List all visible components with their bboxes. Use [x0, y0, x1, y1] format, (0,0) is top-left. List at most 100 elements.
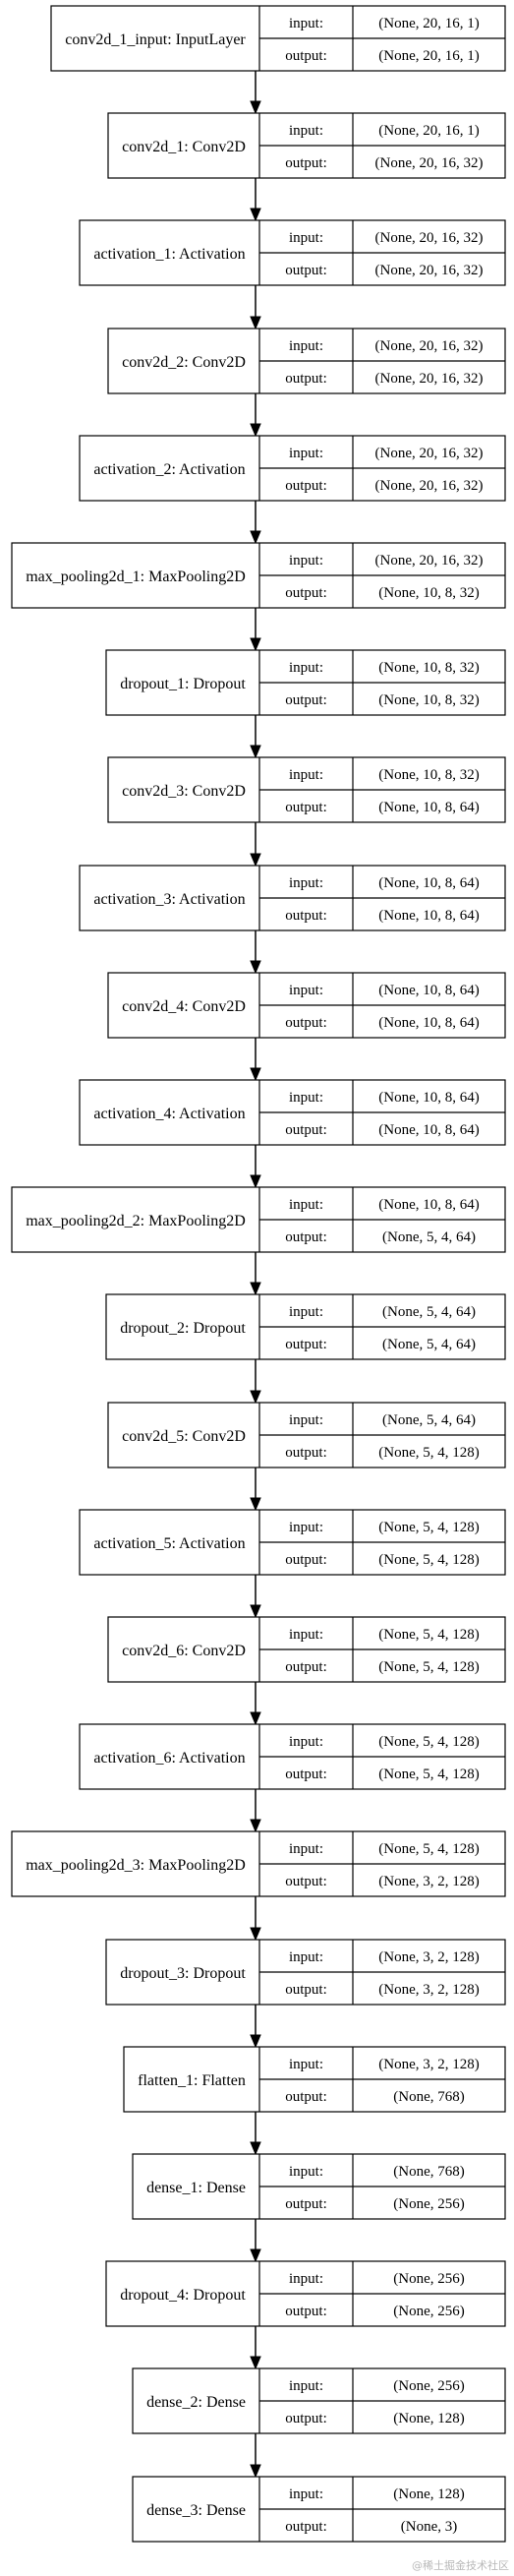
input-shape: (None, 10, 8, 64): [378, 1090, 479, 1106]
output-shape: (None, 20, 16, 1): [378, 48, 479, 64]
arrowhead: [250, 2356, 261, 2370]
edge-arrow: [250, 178, 261, 222]
output-shape: (None, 256): [393, 2196, 464, 2212]
output-label: output:: [285, 155, 327, 171]
layer-name: dropout_1: Dropout: [120, 676, 246, 692]
input-label: input:: [289, 1090, 323, 1106]
input-shape: (None, 128): [393, 2486, 464, 2502]
output-label: output:: [285, 1229, 327, 1245]
input-label: input:: [289, 2164, 323, 2180]
layer-name: conv2d_1_input: InputLayer: [65, 31, 246, 48]
arrowhead: [250, 2248, 261, 2263]
output-label: output:: [285, 48, 327, 64]
output-shape: (None, 10, 8, 32): [378, 585, 479, 601]
output-shape: (None, 20, 16, 32): [375, 478, 484, 494]
layer-node: max_pooling2d_1: MaxPooling2Dinput:outpu…: [11, 542, 506, 609]
layer-name: activation_3: Activation: [93, 891, 245, 908]
output-shape: (None, 20, 16, 32): [375, 155, 484, 171]
edge-arrow: [250, 71, 261, 115]
edge-arrow: [250, 393, 261, 438]
input-label: input:: [289, 1520, 323, 1535]
output-shape: (None, 10, 8, 64): [378, 1015, 479, 1031]
arrowhead: [250, 745, 261, 759]
edge-arrow: [250, 1359, 261, 1405]
output-label: output:: [285, 1122, 327, 1138]
input-label: input:: [289, 2057, 323, 2072]
layer-node: conv2d_2: Conv2D input: output: (None, 20, …: [107, 328, 506, 394]
arrowhead: [250, 1819, 261, 1833]
layer-name: conv2d_6: Conv2D: [122, 1643, 246, 1659]
output-shape: (None, 10, 8, 32): [378, 692, 479, 708]
input-shape: (None, 20, 16, 1): [378, 123, 479, 139]
output-label: output:: [285, 2089, 327, 2105]
layer-name: activation_2: Activation: [93, 461, 245, 478]
input-shape: (None, 5, 4, 128): [378, 1520, 479, 1535]
edge-arrow: [250, 1145, 261, 1189]
output-label: output:: [285, 2304, 327, 2319]
output-label: output:: [285, 1659, 327, 1675]
output-shape: (None, 5, 4, 128): [378, 1767, 479, 1782]
input-shape: (None, 10, 8, 32): [378, 767, 479, 783]
input-label: input:: [289, 1734, 323, 1750]
layer-name: max_pooling2d_3: MaxPooling2D: [26, 1857, 246, 1874]
output-shape: (None, 3, 2, 128): [378, 1874, 479, 1889]
input-shape: (None, 3, 2, 128): [378, 1949, 479, 1965]
layer-node: activation_4: Activation input: output: (No…: [79, 1079, 506, 1146]
arrowhead: [250, 1711, 261, 1726]
input-label: input:: [289, 338, 323, 354]
input-shape: (None, 20, 16, 32): [375, 338, 484, 354]
layer-name: conv2d_1: Conv2D: [122, 139, 246, 155]
layer-node: max_pooling2d_2: MaxPooling2Dinput:outpu…: [11, 1186, 506, 1253]
input-shape: (None, 5, 4, 128): [378, 1627, 479, 1643]
input-shape: (None, 256): [393, 2378, 464, 2394]
output-shape: (None, 3, 2, 128): [378, 1982, 479, 1998]
edge-arrow: [250, 822, 261, 868]
arrowhead: [250, 1927, 261, 1942]
input-label: input:: [289, 1412, 323, 1428]
arrowhead: [250, 2034, 261, 2049]
input-shape: (None, 10, 8, 64): [378, 1197, 479, 1213]
arrowhead: [250, 316, 261, 330]
input-label: input:: [289, 1841, 323, 1857]
edge-arrow: [250, 1252, 261, 1296]
edge-arrow: [250, 1896, 261, 1942]
input-label: input:: [289, 553, 323, 569]
output-shape: (None, 5, 4, 64): [382, 1229, 476, 1245]
edge-arrow: [250, 1468, 261, 1512]
input-shape: (None, 20, 16, 1): [378, 16, 479, 31]
output-shape: (None, 256): [393, 2304, 464, 2319]
layer-name: dropout_3: Dropout: [120, 1965, 246, 1982]
edge-arrow: [250, 2433, 261, 2479]
input-label: input:: [289, 983, 323, 998]
input-shape: (None, 768): [393, 2164, 464, 2180]
edge-arrow: [250, 715, 261, 759]
output-shape: (None, 20, 16, 32): [375, 371, 484, 387]
arrowhead: [250, 1067, 261, 1082]
layer-name: conv2d_2: Conv2D: [122, 354, 246, 371]
edge-arrow: [250, 2326, 261, 2370]
input-label: input:: [289, 2486, 323, 2502]
layer-node: max_pooling2d_3: MaxPooling2Dinput:outpu…: [11, 1830, 506, 1897]
output-label: output:: [285, 2411, 327, 2426]
arrowhead: [250, 1174, 261, 1189]
output-label: output:: [285, 371, 327, 387]
input-label: input:: [289, 446, 323, 461]
output-label: output:: [285, 2196, 327, 2212]
layer-name: activation_4: Activation: [93, 1106, 245, 1122]
input-shape: (None, 256): [393, 2271, 464, 2287]
input-label: input:: [289, 1627, 323, 1643]
arrowhead: [250, 1282, 261, 1296]
input-label: input:: [289, 660, 323, 676]
input-label: input:: [289, 2378, 323, 2394]
layer-name: activation_5: Activation: [93, 1535, 245, 1552]
arrowhead: [250, 2464, 261, 2479]
layer-name: dense_1: Dense: [146, 2180, 246, 2196]
edge-arrow: [250, 1038, 261, 1082]
layer-node: activation_2: Activationinput:output:(No…: [79, 435, 506, 502]
edge-arrow: [250, 608, 261, 652]
input-shape: (None, 10, 8, 64): [378, 983, 479, 998]
